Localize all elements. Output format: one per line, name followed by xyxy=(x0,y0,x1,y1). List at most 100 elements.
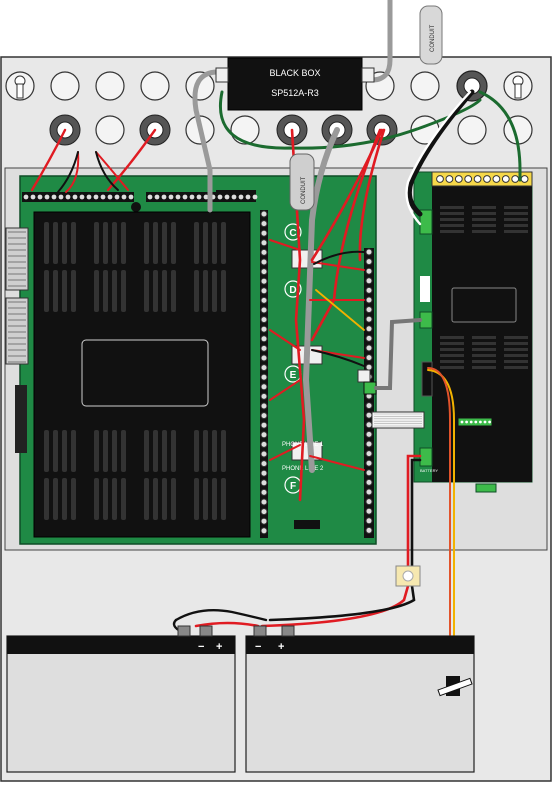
terminal-screw xyxy=(100,194,106,200)
terminal-screw xyxy=(260,287,268,295)
terminal-screw xyxy=(365,344,373,352)
phone-line-2-label: PHONE LINE 2 xyxy=(282,466,324,472)
terminal-screw xyxy=(260,488,268,496)
vent-slot xyxy=(194,430,199,472)
terminal-screw xyxy=(245,194,251,200)
terminal-screw xyxy=(51,194,57,200)
terminal-screw xyxy=(107,194,113,200)
vent-slot xyxy=(71,478,76,520)
psu-vent-slot xyxy=(504,224,528,227)
vent-slot xyxy=(44,478,49,520)
psu-vent-slot xyxy=(440,224,464,227)
psu-vent-slot xyxy=(440,230,464,233)
psu-vent-slot xyxy=(440,354,464,357)
terminal-screw xyxy=(365,334,373,342)
terminal-screw xyxy=(365,488,373,496)
terminal-screw xyxy=(260,354,268,362)
vent-slot xyxy=(62,478,67,520)
psu-vent-slot xyxy=(504,336,528,339)
terminal-screw xyxy=(260,316,268,324)
terminal-screw xyxy=(260,258,268,266)
vent-slot xyxy=(221,430,226,472)
terminal-screw xyxy=(365,507,373,515)
terminal-screw xyxy=(365,402,373,410)
terminal-screw xyxy=(252,194,258,200)
vent-slot xyxy=(44,222,49,264)
vent-slot xyxy=(53,222,58,264)
led-dot xyxy=(474,420,478,424)
terminal-screw xyxy=(58,194,64,200)
red-wire-center-11 xyxy=(269,379,301,401)
conduit-center-label: CONDUIT xyxy=(301,176,307,204)
terminal-screw xyxy=(260,220,268,228)
led-dot xyxy=(488,420,491,424)
terminal-screw xyxy=(189,194,195,200)
terminal-screw xyxy=(365,315,373,323)
group-label-f: F xyxy=(290,481,296,492)
power-supply-window xyxy=(451,287,517,323)
group-label-d: D xyxy=(289,285,296,296)
ac-terminal-screw xyxy=(511,175,520,183)
terminal-screw xyxy=(260,344,268,352)
vent-slot xyxy=(112,270,117,312)
terminal-screw xyxy=(44,194,50,200)
black-wire-center-2 xyxy=(313,250,365,265)
terminal-screw xyxy=(260,248,268,256)
terminal-screw xyxy=(260,296,268,304)
terminal-screw xyxy=(260,373,268,381)
terminal-screw xyxy=(154,194,160,200)
vent-slot xyxy=(53,270,58,312)
vent-slot xyxy=(121,222,126,264)
terminal-screw xyxy=(365,354,373,362)
psu-vent-slot xyxy=(440,360,464,363)
ac-terminal-screw xyxy=(445,175,454,183)
terminal-screw xyxy=(260,527,268,535)
ac-terminal-screw xyxy=(520,175,529,183)
vent-slot xyxy=(144,222,149,264)
vent-slot xyxy=(94,222,99,264)
terminal-screw xyxy=(365,248,373,256)
terminal-screw xyxy=(260,469,268,477)
psu-connector xyxy=(421,361,433,397)
terminal-screw xyxy=(365,296,373,304)
vent-slot xyxy=(103,478,108,520)
vent-slot xyxy=(153,430,158,472)
terminal-screw xyxy=(365,517,373,525)
black-wire-center-1 xyxy=(311,349,365,367)
terminal-screw xyxy=(365,411,373,419)
ac-terminal-screw xyxy=(436,175,444,183)
terminal-screw xyxy=(260,364,268,372)
terminal-screws xyxy=(260,210,373,535)
terminal-screw xyxy=(168,194,174,200)
terminal-screw xyxy=(365,459,373,467)
vent-slot xyxy=(153,270,158,312)
psu-vent-slot xyxy=(504,360,528,363)
psu-vent-slot xyxy=(504,206,528,209)
vent-slot xyxy=(212,478,217,520)
terminal-screw xyxy=(86,194,92,200)
knockouts-top-row xyxy=(50,71,440,101)
vent-slot xyxy=(94,478,99,520)
psu-vent-slot xyxy=(440,342,464,345)
device-connectors xyxy=(215,67,375,83)
terminal-screw xyxy=(260,508,268,516)
display-module-vents xyxy=(44,222,226,520)
red-wire-to-battery xyxy=(260,584,410,628)
jumper-wire-red xyxy=(194,621,260,628)
terminal-screw xyxy=(260,440,268,448)
conduit-top-label: CONDUIT xyxy=(430,24,436,52)
battery-left: − + xyxy=(6,625,236,773)
psu-led-dots xyxy=(460,420,491,424)
terminal-screw xyxy=(260,392,268,400)
led-dot xyxy=(479,420,482,424)
terminal-screw xyxy=(260,479,268,487)
terminal-screw xyxy=(260,412,268,420)
vent-slot xyxy=(62,222,67,264)
terminal-screw xyxy=(365,363,373,371)
terminal-screw xyxy=(365,430,373,438)
psu-vent-slot xyxy=(472,336,496,339)
vent-slot xyxy=(62,270,67,312)
vent-slot xyxy=(53,430,58,472)
vent-slot xyxy=(162,222,167,264)
